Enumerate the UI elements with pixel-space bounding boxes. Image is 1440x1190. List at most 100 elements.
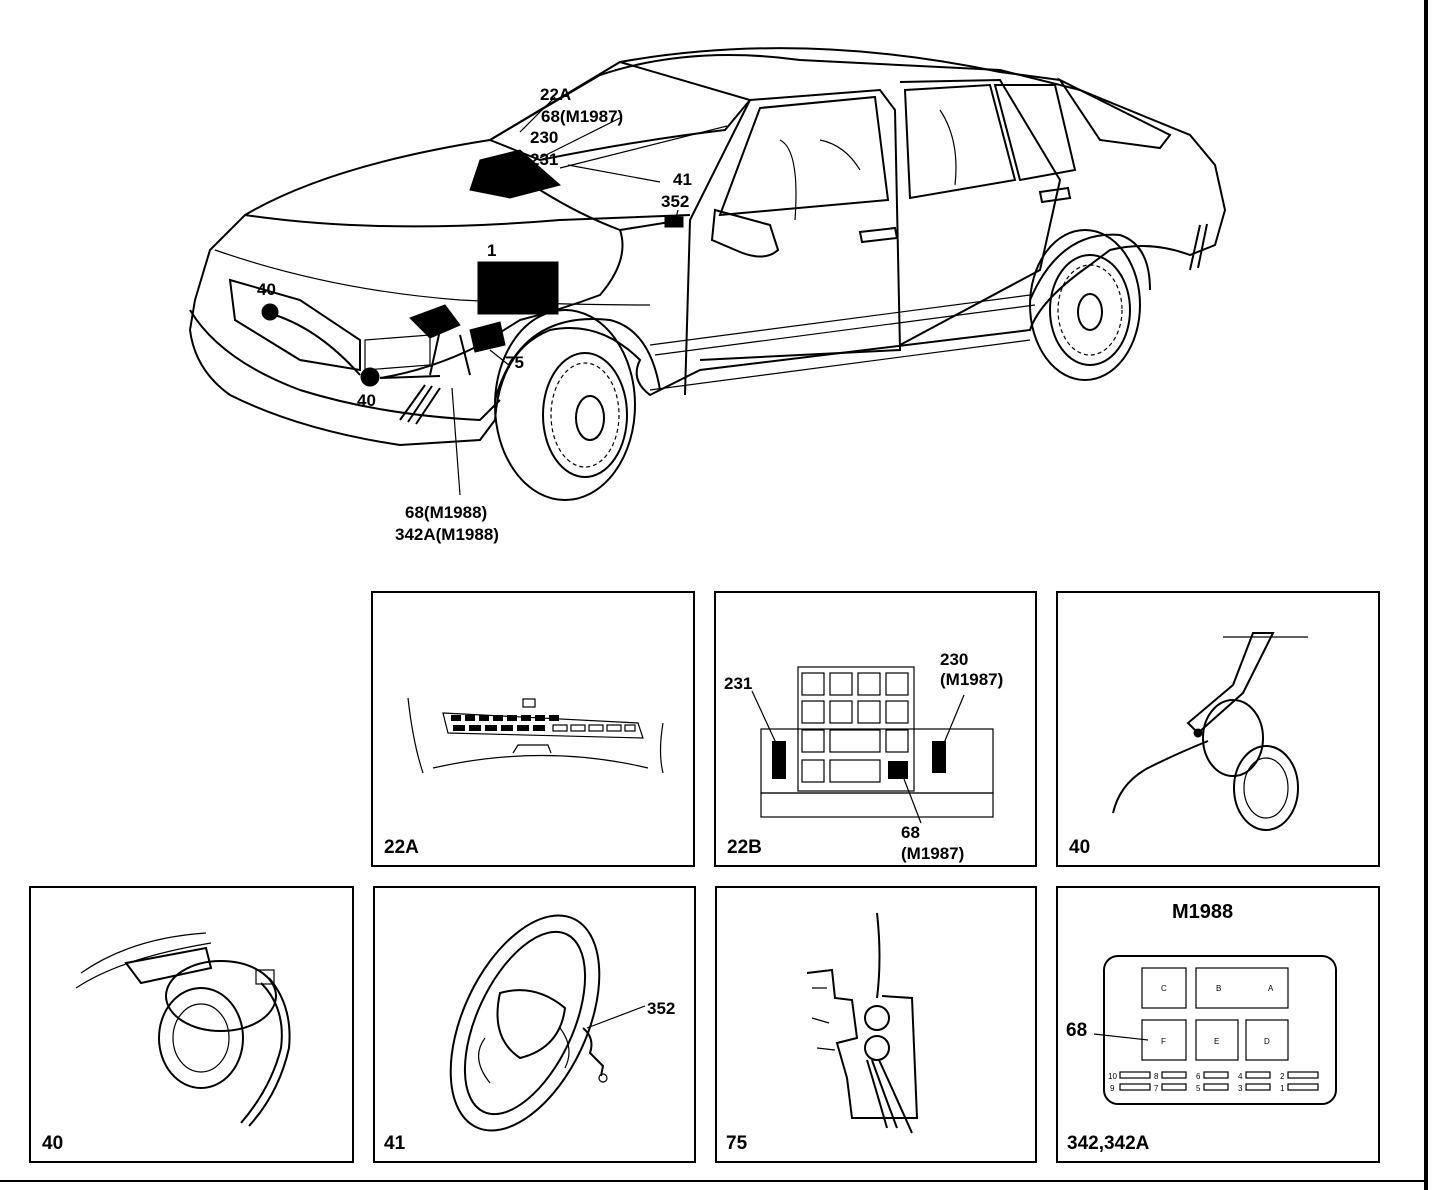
callout-342a-m1988: 342A(M1988) [395,525,499,544]
horn-connector [598,1073,608,1083]
relay-f [1141,1019,1187,1061]
callout-352: 352 [661,192,689,211]
windshield [487,60,752,162]
leader-68-m1988 [451,387,461,496]
panel-41-caption: 41 [384,1133,406,1154]
front-wheel-arch [494,318,661,401]
fuse-label-8: 8 [1154,1072,1159,1081]
panel-22a-caption: 22A [384,837,419,858]
panel-22b-drawing: 231 230 (M1987) 68 (M1987) [724,650,1003,863]
rear-wheel [1049,254,1131,366]
label-230-sub: (M1987) [940,670,1003,689]
side-molding [649,294,1036,356]
fuse-label-10: 10 [1108,1072,1117,1081]
callout-68-m1988: 68(M1988) [405,503,487,522]
horn-bell-inner [1243,757,1289,819]
fuse-row-lower [453,724,636,732]
horn-wires [240,977,291,1127]
detail-panel-22a: 22A [371,591,695,867]
wire-bundle [866,1059,913,1134]
relay-c-label: C [1161,984,1167,993]
horn-body [1202,699,1264,777]
steering-wheel-rim-inner [463,930,587,1116]
fuse-label-7: 7 [1154,1084,1159,1093]
rear-window [903,83,1017,200]
detail-panel-22b: 231 230 (M1987) 68 (M1987) 22B [714,591,1037,867]
component-1-block [477,261,559,315]
front-tire [494,309,636,501]
bracket-tabs [811,987,836,1051]
leader-75 [489,349,511,367]
rear-wheel-arch [1029,233,1151,301]
horn-40-upper [261,303,279,321]
front-bumper [189,309,501,422]
fuse-label-1: 1 [1280,1084,1285,1093]
panel-22b-caption: 22B [727,837,762,858]
relay-c [1141,967,1187,1009]
horn-mount-arm [124,946,213,985]
seat-outline [779,109,957,221]
horn-bell [158,987,244,1089]
panel-342-drawing: M1988 C B A F E D 10 8 6 4 2 9 7 5 [1066,901,1337,1105]
front-wheel-pattern [550,362,620,468]
horn-bracket [1186,632,1275,735]
front-window [718,95,890,217]
fuse-label-5: 5 [1196,1084,1201,1093]
front-door-handle [858,226,899,244]
panel-41-drawing: 352 [449,914,675,1132]
steering-wheel-rim [449,914,601,1132]
horn-connector [1193,728,1203,738]
fuse-row-upper [451,698,559,721]
rear-hub [1077,293,1103,331]
panel-40-upper-drawing [1112,632,1308,831]
relay-d-label: D [1264,1037,1270,1046]
page-border-right [1424,0,1428,1190]
panel-342-caption: 342,342A [1067,1133,1150,1154]
callout-231: 231 [530,150,558,169]
side-mirror [710,208,780,258]
panel-75-drawing [806,912,919,1134]
fuse-block-bottom [760,792,994,818]
cable-upper [876,912,881,999]
front-door [684,88,902,396]
leader-68-m1987 [539,117,621,159]
rear-wheel-pattern [1057,264,1123,356]
rear-fender-stripes [1189,223,1208,271]
relay-grid-outline [797,666,915,792]
dash-vent [512,744,552,754]
detail-panel-40-upper: 40 [1056,591,1380,867]
callout-41: 41 [673,170,692,189]
leader-22a [519,96,556,133]
fuse-label-3: 3 [1238,1084,1243,1093]
relay-231 [772,741,786,779]
callout-230: 230 [530,128,558,147]
fuse-label-9: 9 [1110,1084,1115,1093]
leader-68 [1093,1033,1149,1041]
leader-352 [586,1005,646,1029]
detail-panel-41: 352 41 [373,886,696,1163]
front-grille [228,278,361,372]
panel-75-caption: 75 [726,1133,748,1154]
leader-68 [903,778,922,824]
component-75-box [469,321,506,353]
connector-upper [864,1005,890,1031]
fuse-panel-outline [442,712,644,739]
fuse-row-lower [1119,1083,1319,1091]
horn-40-lower [360,367,380,387]
fuse-label-6: 6 [1196,1072,1201,1081]
connector-lower [864,1035,890,1061]
dash-lower-curve [432,754,649,769]
dash-left-edge [407,697,424,774]
rear-door [899,78,1062,346]
relay-d [1245,1019,1289,1061]
relay-b-label: B [1216,984,1221,993]
label-231: 231 [724,674,752,693]
detail-panel-75: 75 [715,886,1037,1163]
steering-wheel-hub [496,989,567,1060]
detail-panel-342: M1988 C B A F E D 10 8 6 4 2 9 7 5 [1056,886,1380,1163]
rear-quarter-window [993,84,1077,182]
relay-e-label: E [1214,1037,1219,1046]
leader-231 [567,164,661,183]
roof-line [619,47,1061,81]
rear-glass [1057,77,1172,150]
